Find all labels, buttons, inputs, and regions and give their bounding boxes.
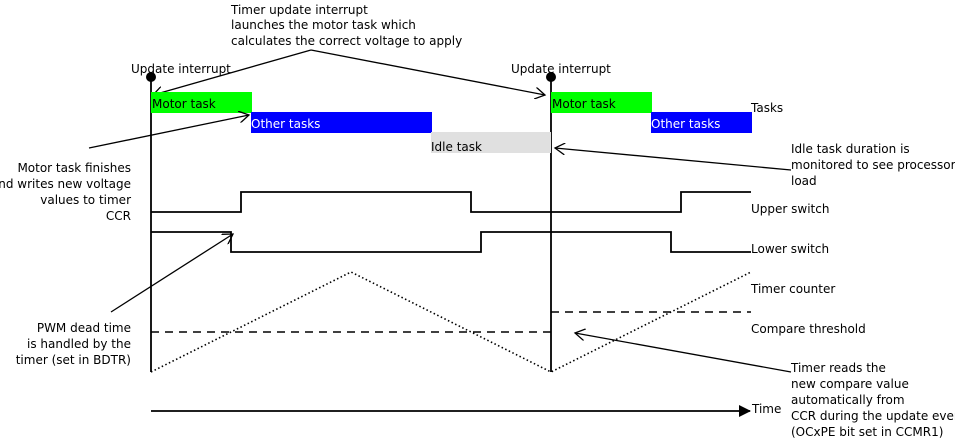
other-tasks-label-2: Other tasks [651,117,720,131]
note-timer-reads-arrow [575,333,792,373]
note-timer-reads-4: CCR during the update event [791,409,955,423]
note-timer-reads-5: (OCxPE bit set in CCMR1) [791,425,943,439]
note-timer-reads-1: Timer reads the [790,361,886,375]
motor-task-bar-1 [151,92,252,113]
note-idle-monitor-2: monitored to see processor [791,158,955,172]
interrupt-arrow-left [153,49,312,95]
title-note-line3: calculates the correct voltage to apply [231,34,462,48]
idle-task-bar [431,132,551,153]
timer-counter-label: Timer counter [750,282,835,296]
note-timer-reads-3: automatically from [791,393,905,407]
note-timer-reads-2: new compare value [791,377,909,391]
note-motor-finish-arrow [88,115,249,149]
note-motor-finish-2: and writes new voltage [0,177,131,191]
note-idle-monitor-1: Idle task duration is [791,142,910,156]
upper-switch-label: Upper switch [751,202,829,216]
lower-switch-label: Lower switch [751,242,829,256]
lower-switch-waveform [151,231,751,253]
timer-counter-waveform [150,271,752,373]
note-motor-finish-3: values to timer [40,193,131,207]
note-dead-time-3: timer (set in BDTR) [16,353,131,367]
title-note-line1: Timer update interrupt [230,3,368,17]
time-label: Time [751,402,781,416]
note-dead-time-1: PWM dead time [37,321,131,335]
tasks-row-label: Tasks [750,101,783,115]
note-dead-time-2: is handled by the [27,337,131,351]
other-tasks-label-1: Other tasks [251,117,320,131]
interrupt-arrow-right [310,49,545,95]
note-motor-finish-4: CCR [106,209,131,223]
title-note-line2: launches the motor task which [231,18,416,32]
motor-task-bar-2 [551,92,652,113]
note-dead-time-arrow [110,234,233,313]
update-interrupt-label-2: Update interrupt [511,62,611,76]
other-tasks-bar-1 [251,112,432,133]
motor-task-label-2: Motor task [552,97,616,111]
note-idle-monitor-arrow [555,148,792,171]
motor-task-label-1: Motor task [152,97,216,111]
upper-switch-waveform [151,191,751,213]
other-tasks-bar-2 [651,112,752,133]
note-idle-monitor-3: load [791,174,817,188]
update-interrupt-label-1: Update interrupt [131,62,231,76]
note-motor-finish-1: Motor task finishes [17,161,131,175]
idle-task-label: Idle task [431,140,482,154]
compare-threshold-label: Compare threshold [751,322,866,336]
